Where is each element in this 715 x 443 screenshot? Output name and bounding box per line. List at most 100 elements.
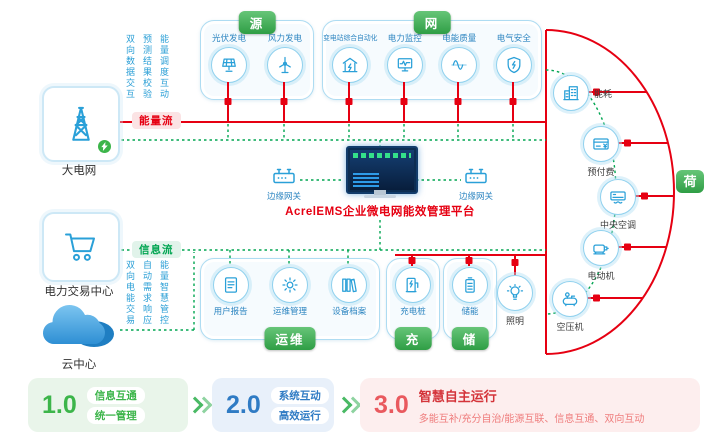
node-label: 设备档案: [332, 306, 367, 316]
node-label: 运维管理: [272, 306, 307, 316]
stage-title: 智慧自主运行: [418, 388, 497, 404]
wind-turbine-icon: [267, 47, 303, 83]
equipment-archive-icon: [331, 267, 368, 303]
charging-pile-icon: [395, 267, 431, 303]
node-label: 能耗: [594, 88, 613, 99]
stage-1: 1.0 信息互通 统一管理: [28, 378, 188, 432]
stage-version: 3.0: [374, 390, 409, 419]
energy-badge: [98, 140, 111, 153]
node-energy-consumption: 能耗: [553, 75, 612, 111]
tab-load: 荷: [676, 170, 704, 193]
vertical-text: 双向数据交互: [125, 34, 135, 100]
panel-operations: 运维 用户报告 运维管理 设备档案: [200, 258, 380, 350]
stage-version: 1.0: [42, 390, 77, 419]
maintenance-gear-icon: [271, 267, 308, 303]
shopping-cart-icon: [61, 227, 101, 267]
edge-gateway-right: 边缘网关: [448, 164, 504, 202]
gateway-icon: [271, 164, 297, 188]
tab-network: 网: [413, 11, 451, 34]
tab-charging: 充: [394, 327, 432, 350]
node-central-ac: 中央空调: [596, 179, 640, 231]
bottom-vertical-texts: 双向电能交易 自动需求响应 能量智慧管控: [124, 260, 170, 326]
trading-center-box: [42, 212, 120, 282]
vertical-text: 能量调度互动: [159, 34, 169, 100]
node-label: 电能质量: [442, 33, 477, 43]
panel-source: 源 光伏发电 风力发电: [200, 11, 314, 100]
platform-title: AcrelEMS企业微电网能效管理平台: [285, 206, 475, 218]
gateway-label: 边缘网关: [458, 191, 493, 201]
node-equipment-archive: 设备档案: [322, 267, 376, 317]
node-air-compressor: 空压机: [548, 281, 592, 333]
vertical-text: 预测结果校验: [142, 34, 152, 100]
tab-storage: 储: [451, 327, 489, 350]
node-electric-motor: 电动机: [579, 230, 623, 282]
stage-2: 2.0 系统互动 高效运行: [212, 378, 334, 432]
monitor-base: [364, 195, 396, 198]
stage-version: 2.0: [226, 390, 261, 419]
node-label: 电力监控: [387, 33, 422, 43]
prepaid-card-icon: [583, 126, 619, 162]
stage-line: 系统互动: [270, 386, 329, 404]
user-report-icon: [212, 267, 249, 303]
node-lighting: 照明: [493, 275, 537, 327]
energy-consumption-building-icon: [553, 75, 589, 111]
node-power-monitoring: 电力监控: [378, 33, 432, 83]
gateway-icon: [463, 164, 489, 188]
transmission-tower-icon: [60, 103, 102, 145]
vertical-text: 能量智慧管控: [159, 260, 169, 326]
node-label: 变电站综合自动化: [323, 35, 378, 42]
cloud-center-label: 云中心: [61, 359, 97, 371]
node-label: 电气安全: [496, 33, 531, 43]
node-label: 风力发电: [267, 33, 302, 43]
vertical-text: 双向电能交易: [125, 260, 135, 326]
panel-storage: 储 储能: [443, 258, 497, 350]
node-electrical-safety: 电气安全: [487, 33, 541, 83]
cloud-icon: [42, 304, 114, 347]
stage-line: 信息互通: [86, 386, 145, 404]
node-label: 预付费: [587, 167, 615, 177]
node-power-quality: 电能质量: [432, 33, 486, 83]
gateway-label: 边缘网关: [266, 191, 301, 201]
info-flow-label: 信息流: [132, 241, 181, 258]
stage-3: 3.0 智慧自主运行 多能互补/充分自治/能源互联、信息互通、双向互动: [360, 378, 700, 432]
air-compressor-icon: [552, 281, 588, 317]
ems-monitor: [346, 146, 418, 194]
electrical-safety-icon: [495, 47, 532, 83]
stage-line: 统一管理: [86, 406, 145, 424]
node-wind-generation: 风力发电: [258, 33, 312, 83]
grid-label: 大电网: [61, 165, 97, 177]
node-label: 空压机: [556, 322, 584, 332]
node-maintenance: 运维管理: [263, 267, 317, 317]
cloud-center-graphic: [36, 298, 120, 357]
battery-icon: [452, 267, 488, 303]
node-user-report: 用户报告: [204, 267, 258, 317]
node-label: 用户报告: [213, 306, 248, 316]
stage-line: 高效运行: [270, 406, 329, 424]
energy-flow-label: 能量流: [132, 112, 181, 129]
panel-charging: 充 充电桩: [386, 258, 440, 350]
edge-gateway-left: 边缘网关: [256, 164, 312, 202]
power-monitor-icon: [386, 47, 423, 83]
node-energy-storage: 储能: [444, 267, 496, 317]
bolt-icon: [101, 142, 108, 151]
substation-icon: [332, 47, 369, 83]
solar-panel-icon: [211, 47, 247, 83]
node-prepaid: 预付费: [579, 126, 623, 178]
grid-box: [42, 86, 120, 162]
tab-operations: 运维: [264, 327, 316, 350]
node-label: 照明: [505, 316, 524, 326]
electric-motor-icon: [583, 230, 619, 266]
vertical-text: 自动需求响应: [142, 260, 152, 326]
node-label: 充电桩: [400, 306, 426, 316]
trading-center-label: 电力交易中心: [44, 286, 114, 298]
stage-description: 多能互补/充分自治/能源互联、信息互通、双向互动: [418, 413, 645, 425]
central-ac-icon: [600, 179, 636, 215]
node-label: 储能: [461, 306, 479, 316]
node-substation-automation: 变电站综合自动化: [323, 33, 377, 83]
power-quality-icon: [441, 47, 478, 83]
tab-source: 源: [238, 11, 276, 34]
node-label: 光伏发电: [211, 33, 246, 43]
light-bulb-icon: [497, 275, 533, 311]
node-charging-pile: 充电桩: [387, 267, 439, 317]
